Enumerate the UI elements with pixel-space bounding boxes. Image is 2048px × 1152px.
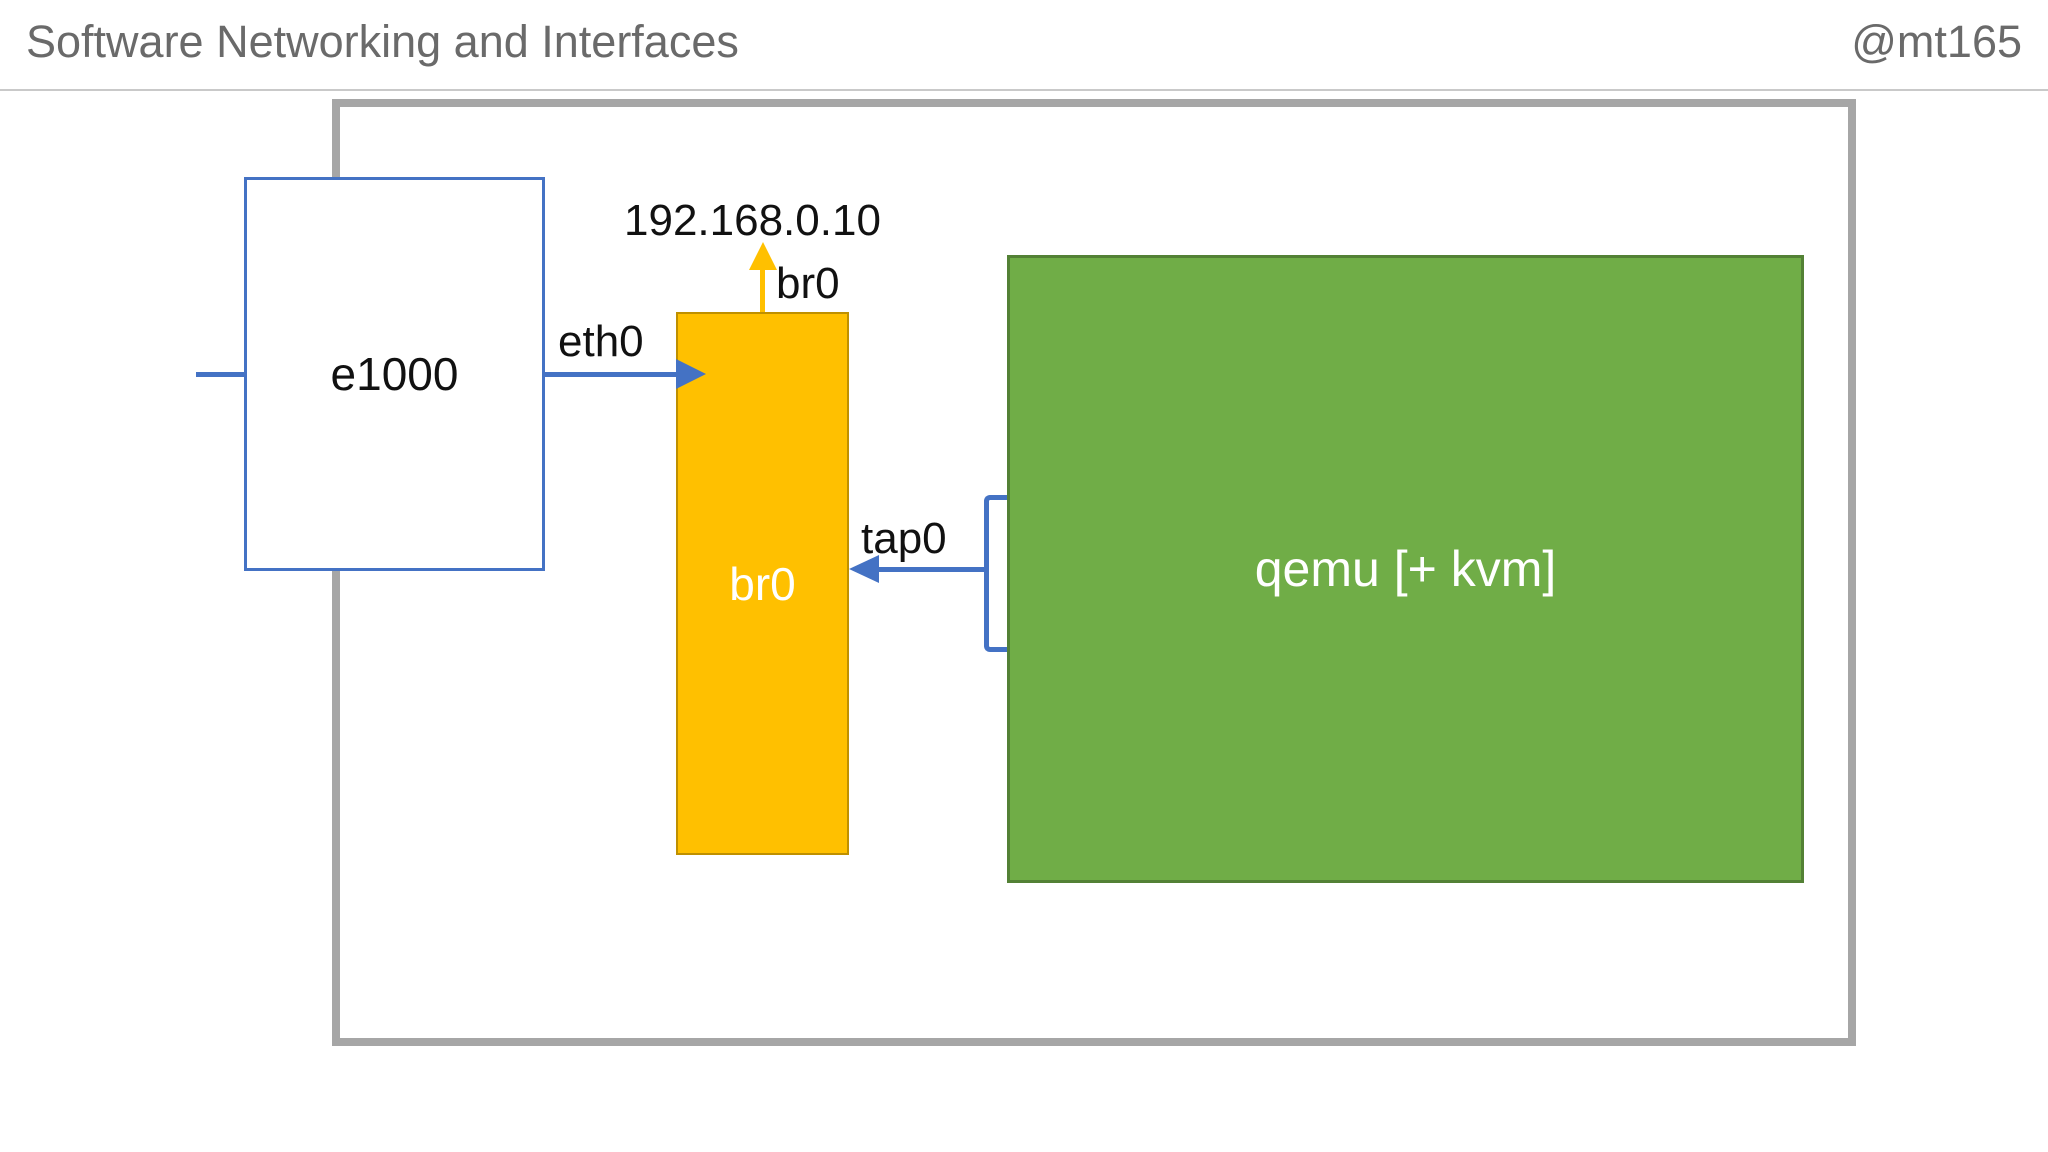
nic-box: e1000	[244, 177, 545, 571]
slide-title: Software Networking and Interfaces	[26, 16, 739, 67]
nic-box-label: e1000	[330, 348, 459, 400]
bridge-up-arrow-line	[760, 264, 765, 314]
uplink-line	[196, 372, 245, 377]
bridge-up-arrowhead-icon	[749, 242, 777, 270]
vm-port-bracket	[984, 495, 1007, 652]
vm-box: qemu [+ kvm]	[1007, 255, 1804, 883]
eth0-arrowhead-icon	[676, 359, 706, 389]
bridge-box-label: br0	[729, 557, 796, 610]
bridge-box: br0	[676, 312, 849, 855]
eth0-arrow-line	[545, 372, 678, 377]
header-divider	[0, 89, 2048, 91]
author-handle: @mt165	[1851, 16, 2022, 67]
tap0-arrowhead-icon	[849, 555, 879, 583]
bridge-port-label: br0	[776, 259, 840, 308]
vm-box-label: qemu [+ kvm]	[1254, 541, 1557, 597]
ip-address-label: 192.168.0.10	[624, 196, 881, 245]
host-boundary-box	[332, 99, 1856, 1046]
tap0-arrow-line	[878, 567, 986, 572]
tap0-label: tap0	[861, 514, 947, 563]
eth0-label: eth0	[558, 317, 644, 366]
